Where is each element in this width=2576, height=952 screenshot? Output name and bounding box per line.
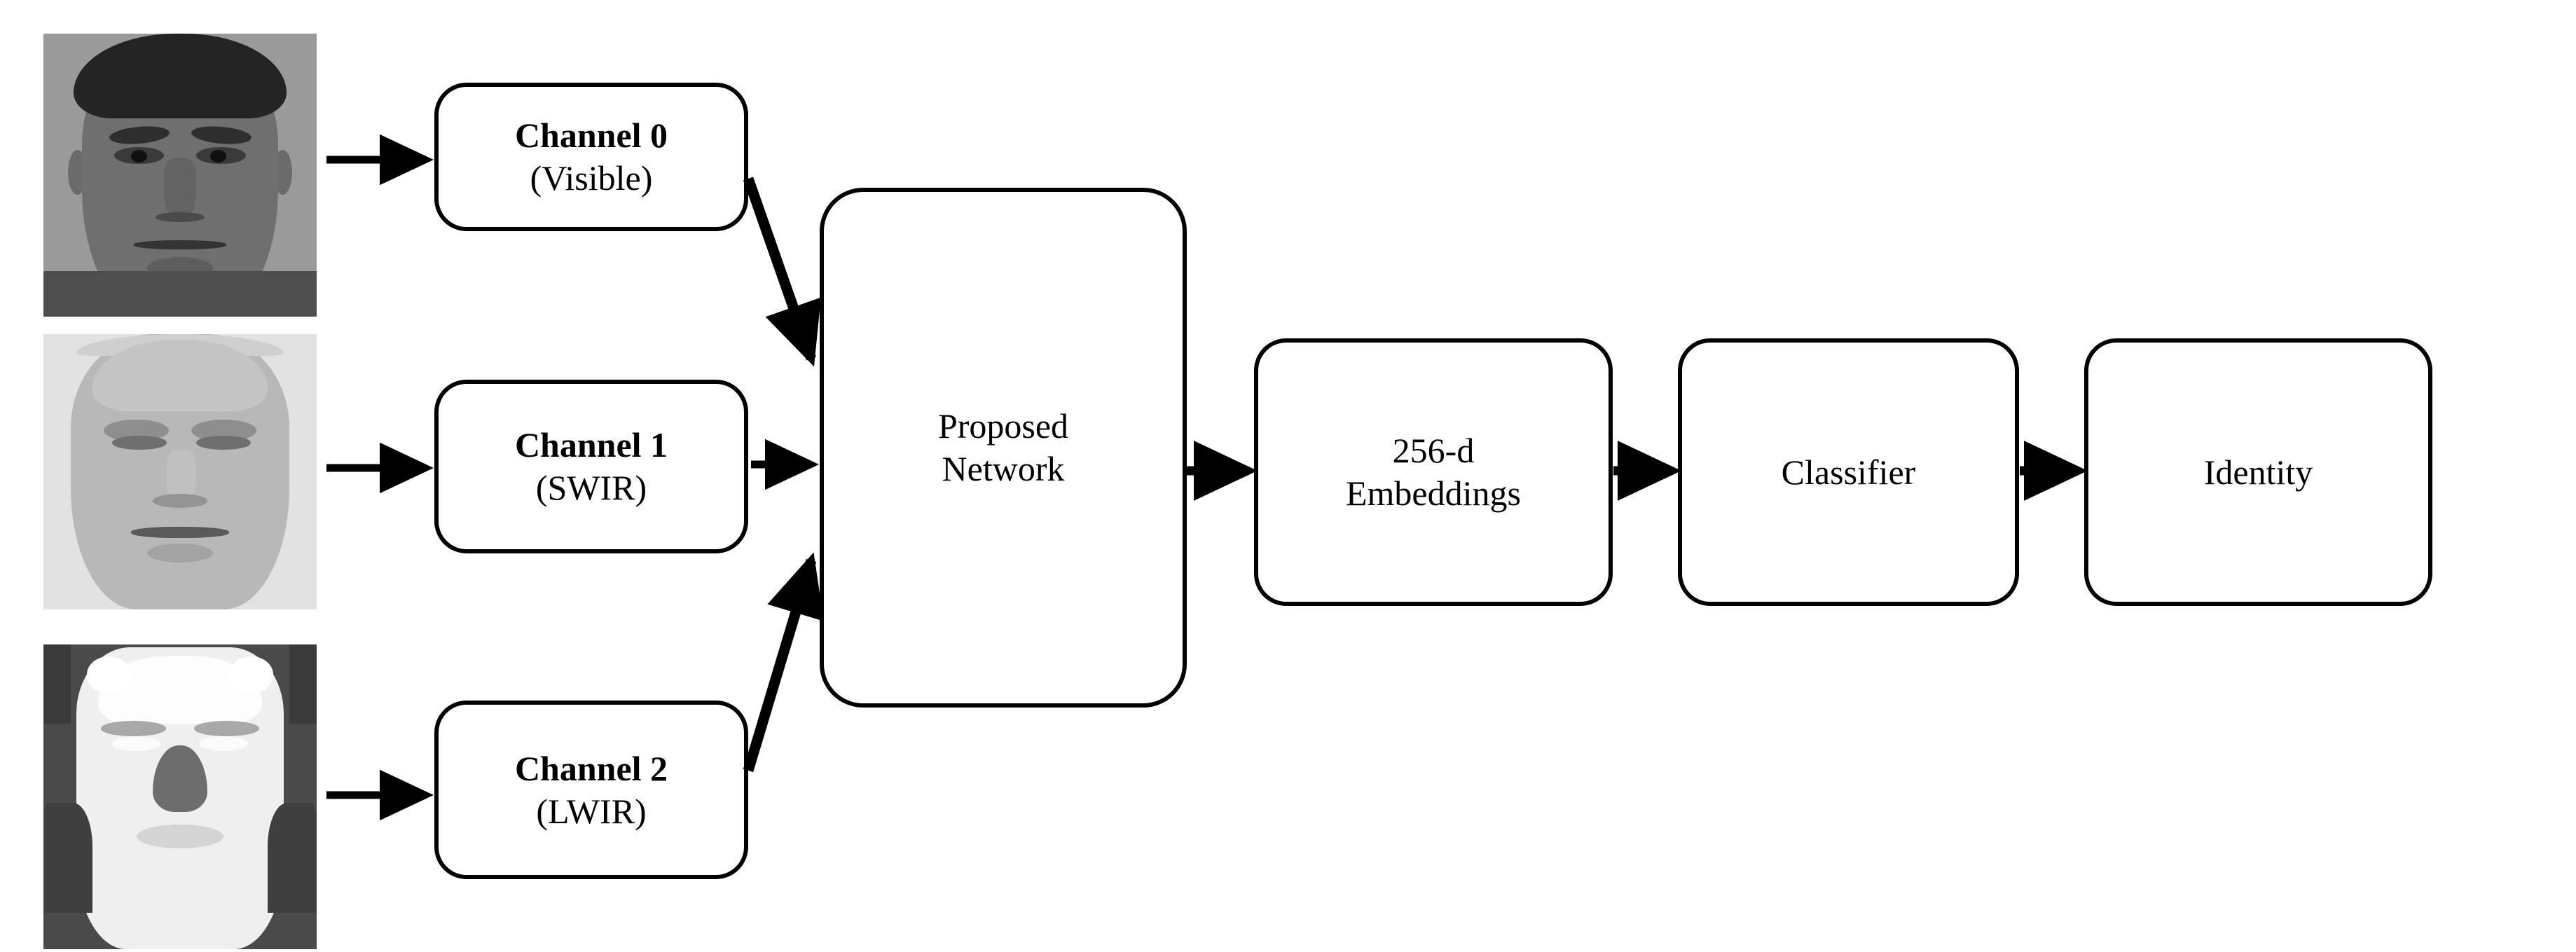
swir-face-render (43, 334, 317, 609)
arrow-channel0-to-network (743, 177, 821, 367)
embeddings-box[interactable]: 256-d Embeddings (1254, 338, 1613, 606)
channel-1-subtitle: (SWIR) (535, 468, 647, 507)
identity-box[interactable]: Identity (2084, 338, 2432, 606)
classifier-box[interactable]: Classifier (1678, 338, 2019, 606)
channel-1-title: Channel 1 (514, 425, 668, 464)
channel-0-title: Channel 0 (514, 116, 668, 155)
embeddings-line-2: Embeddings (1346, 474, 1521, 513)
channel-1-box[interactable]: Channel 1 (SWIR) (434, 380, 748, 553)
visible-face-render (43, 34, 317, 317)
swir-face-thumbnail (43, 334, 317, 609)
identity-label: Identity (2203, 452, 2313, 492)
lwir-face-render (43, 644, 317, 949)
channel-2-box[interactable]: Channel 2 (LWIR) (434, 701, 748, 879)
proposed-network-line-2: Network (942, 449, 1065, 488)
arrow-channel2-to-network (743, 552, 824, 773)
channel-2-title: Channel 2 (514, 748, 668, 788)
classifier-label: Classifier (1781, 452, 1916, 492)
visible-face-thumbnail (43, 34, 317, 317)
lwir-face-thumbnail (43, 644, 317, 949)
embeddings-line-1: 256-d (1392, 431, 1475, 470)
channel-0-subtitle: (Visible) (530, 158, 653, 198)
channel-0-box[interactable]: Channel 0 (Visible) (434, 83, 748, 231)
channel-2-subtitle: (LWIR) (536, 791, 647, 831)
proposed-network-line-1: Proposed (937, 406, 1069, 446)
proposed-network-box[interactable]: Proposed Network (820, 188, 1187, 708)
